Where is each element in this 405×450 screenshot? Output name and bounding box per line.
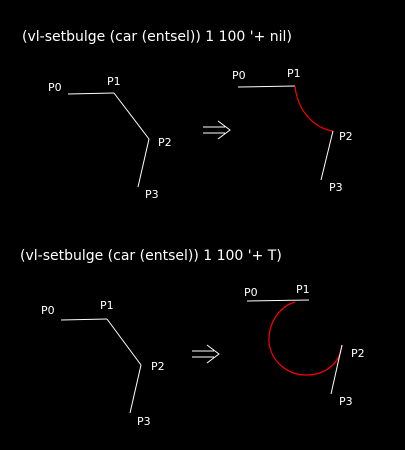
label-p2: P2 (339, 130, 353, 143)
label-p1: P1 (100, 299, 114, 312)
segment-p0-p1 (67, 92, 115, 95)
segment-p1-p2 (106, 318, 142, 366)
label-p3: P3 (137, 415, 151, 428)
segment-p2-p3 (330, 344, 343, 395)
example-2: (vl-setbulge (car (entsel)) 1 100 '+ T) … (20, 248, 365, 428)
label-p1: P1 (296, 283, 310, 296)
example-2-before-polyline: P0 P1 P2 P3 (41, 299, 165, 428)
segment-p0-p1 (60, 318, 108, 321)
label-p3: P3 (145, 188, 159, 201)
label-p0: P0 (244, 286, 258, 299)
label-p1: P1 (287, 67, 301, 80)
bulge-arc-clockwise (294, 85, 334, 132)
segment-p0-p1 (237, 85, 296, 88)
example-1-arrow-icon (203, 120, 231, 140)
label-p2: P2 (158, 136, 172, 149)
segment-p1-p2 (113, 92, 150, 140)
label-p0: P0 (48, 81, 62, 94)
example-1-before-polyline: P0 P1 P2 P3 (48, 75, 172, 201)
example-2-after-polyline: P0 P1 P2 P3 (244, 283, 365, 408)
segment-p2-p3 (320, 130, 334, 181)
bulge-arc-counterclockwise (268, 301, 343, 376)
segment-p2-p3 (129, 364, 142, 414)
example-1-code: (vl-setbulge (car (entsel)) 1 100 '+ nil… (22, 29, 292, 45)
example-1: (vl-setbulge (car (entsel)) 1 100 '+ nil… (22, 29, 353, 201)
label-p2: P2 (151, 360, 165, 373)
example-2-code: (vl-setbulge (car (entsel)) 1 100 '+ T) (20, 248, 282, 264)
label-p0: P0 (41, 304, 55, 317)
label-p3: P3 (329, 181, 343, 194)
label-p0: P0 (232, 69, 246, 82)
segment-p2-p3 (137, 138, 150, 188)
example-1-after-polyline: P0 P1 P2 P3 (232, 67, 353, 194)
label-p3: P3 (339, 395, 353, 408)
label-p2: P2 (351, 347, 365, 360)
label-p1: P1 (107, 75, 121, 88)
example-2-arrow-icon (192, 344, 220, 364)
segment-p0-p1 (246, 299, 310, 302)
